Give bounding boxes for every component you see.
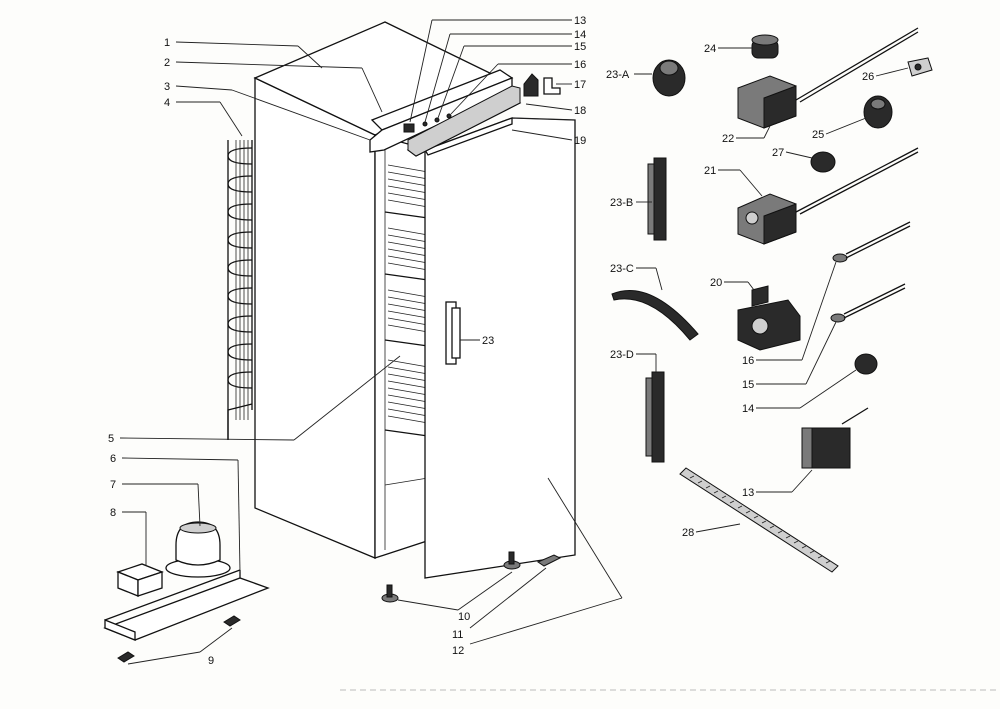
label-2: 2 xyxy=(164,57,170,69)
label-27: 27 xyxy=(772,147,784,159)
label-23c: 23-C xyxy=(610,263,634,275)
electrical-box xyxy=(116,563,164,597)
label-12: 12 xyxy=(452,645,464,657)
label-20: 20 xyxy=(710,277,722,289)
label-14-top: 14 xyxy=(574,29,586,41)
label-6: 6 xyxy=(110,453,116,465)
condenser-coil xyxy=(227,140,253,440)
label-21: 21 xyxy=(704,165,716,177)
label-26: 26 xyxy=(862,71,874,83)
label-3: 3 xyxy=(164,81,170,93)
label-14-right: 14 xyxy=(742,403,754,415)
handle-23d xyxy=(645,371,665,463)
shelf-rail-28 xyxy=(679,467,839,573)
label-15-right: 15 xyxy=(742,379,754,391)
base-tray xyxy=(103,569,270,641)
compressor xyxy=(165,521,231,578)
leader-lines xyxy=(119,19,909,665)
cabinet-body xyxy=(253,21,502,559)
label-17: 17 xyxy=(574,79,586,91)
shelves xyxy=(384,164,429,486)
label-13-top: 13 xyxy=(574,15,586,27)
control-panel xyxy=(369,69,514,153)
label-25: 25 xyxy=(812,129,824,141)
label-10: 10 xyxy=(458,611,470,623)
cap-24 xyxy=(751,34,779,59)
knob-14 xyxy=(854,353,878,375)
label-9: 9 xyxy=(208,655,214,667)
probe-16 xyxy=(832,221,911,263)
door-handle xyxy=(445,301,461,365)
label-13-right: 13 xyxy=(742,487,754,499)
thermostat-21 xyxy=(737,147,919,245)
label-23b: 23-B xyxy=(610,197,633,209)
top-trim xyxy=(406,85,522,157)
label-24: 24 xyxy=(704,43,716,55)
label-23: 23 xyxy=(482,335,494,347)
label-15-top: 15 xyxy=(574,41,586,53)
label-8: 8 xyxy=(110,507,116,519)
label-16-right: 16 xyxy=(742,355,754,367)
handle-23b xyxy=(647,157,667,241)
label-28: 28 xyxy=(682,527,694,539)
handle-23c xyxy=(611,290,699,341)
bracket-20 xyxy=(737,285,801,351)
label-23a: 23-A xyxy=(606,69,630,81)
cabinet-door xyxy=(424,117,576,579)
label-16-top: 16 xyxy=(574,59,586,71)
label-11: 11 xyxy=(452,629,463,641)
label-4: 4 xyxy=(164,97,170,109)
clip-26 xyxy=(907,57,933,77)
label-23d: 23-D xyxy=(610,349,634,361)
label-5: 5 xyxy=(108,433,114,445)
knob-27 xyxy=(810,151,836,173)
knob-23a xyxy=(652,59,686,97)
tray-feet xyxy=(117,615,241,663)
label-18: 18 xyxy=(574,105,586,117)
thermostat-22 xyxy=(737,27,919,129)
label-1: 1 xyxy=(164,37,170,49)
label-19: 19 xyxy=(574,135,586,147)
display-module-13 xyxy=(801,407,869,469)
probe-15 xyxy=(830,283,906,323)
hinge-bracket xyxy=(523,73,561,97)
cabinet-feet xyxy=(381,551,562,603)
part-labels: 1 2 3 4 5 6 7 8 9 10 11 12 13 14 15 16 1… xyxy=(108,15,874,667)
label-7: 7 xyxy=(110,479,116,491)
label-22: 22 xyxy=(722,133,734,145)
knob-25 xyxy=(863,95,893,129)
